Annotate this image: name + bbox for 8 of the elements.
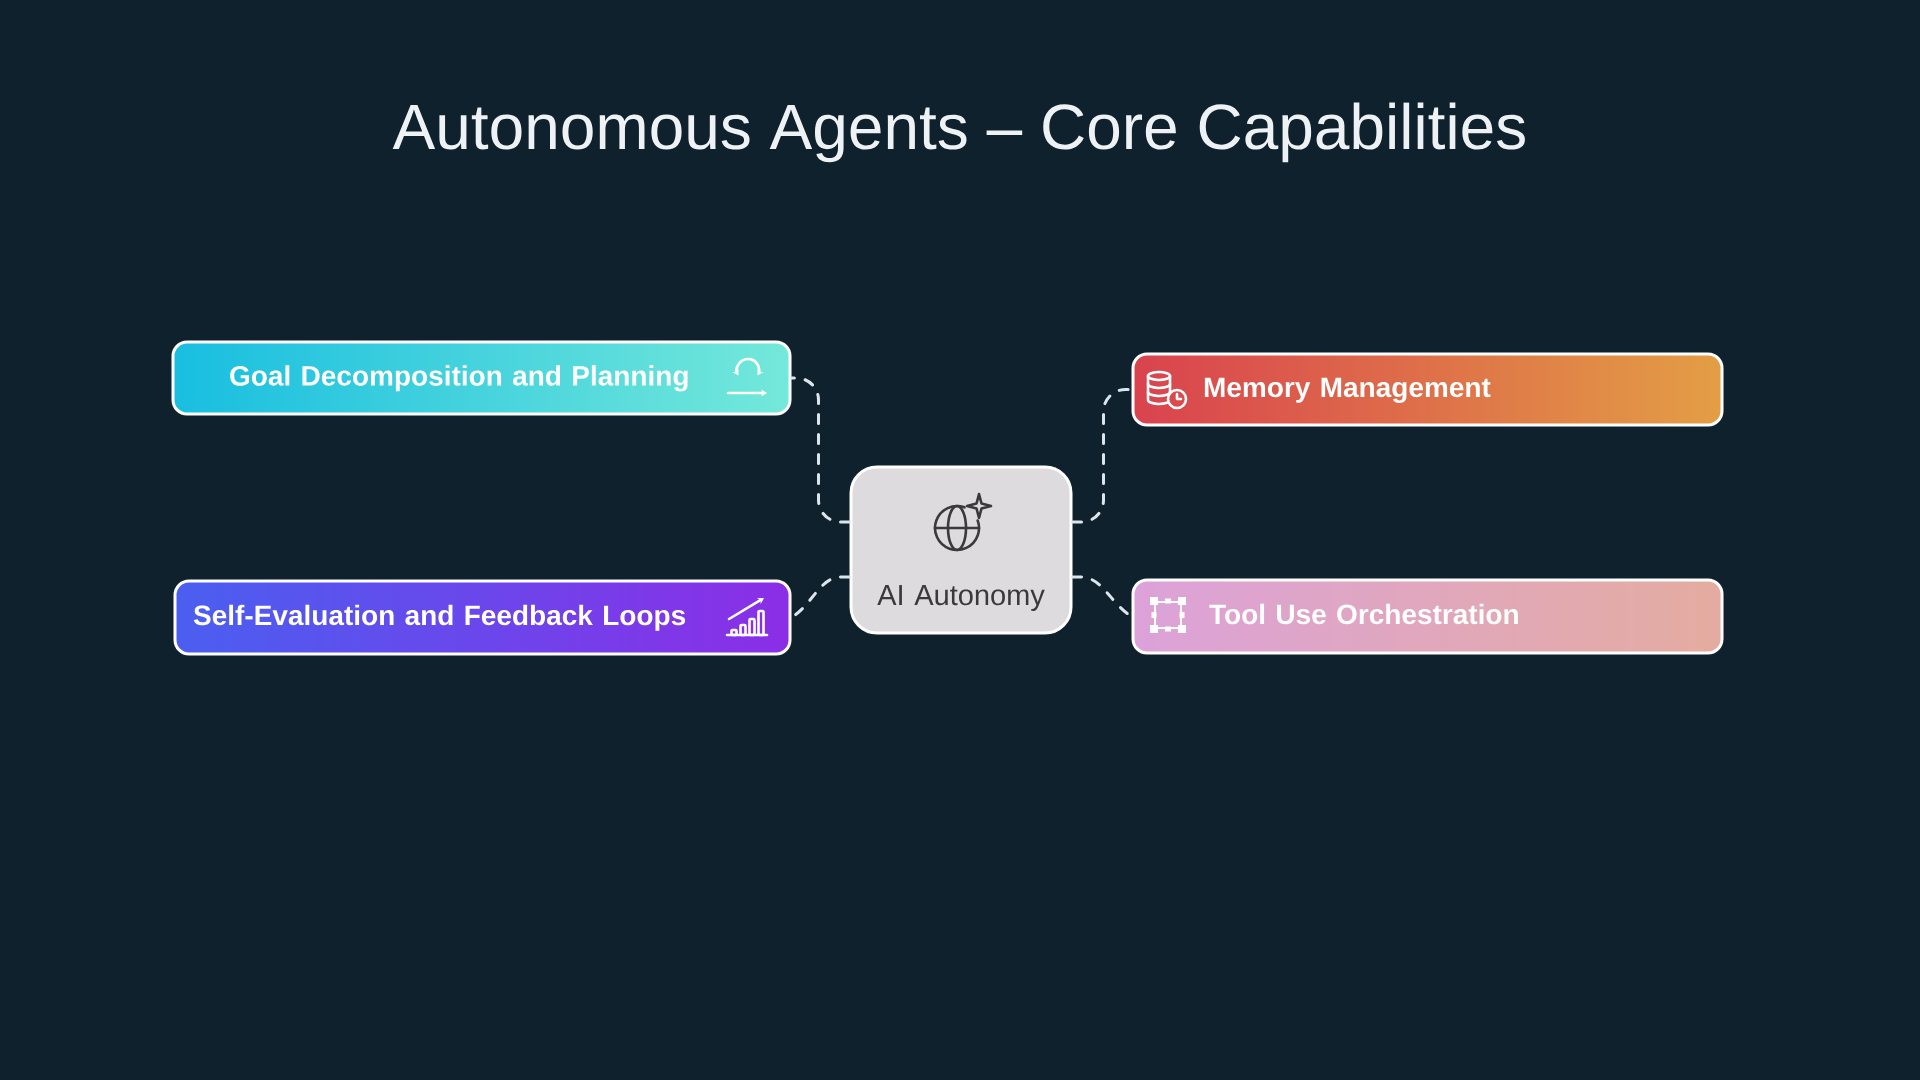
title: Autonomous Agents – Core Capabilities <box>392 102 1525 163</box>
capability-box: Tool Use Orchestration <box>1131 578 1724 655</box>
capability-box: Goal Decomposition and Planning <box>171 340 792 416</box>
capability-box: Memory Management <box>1131 352 1724 427</box>
center-box: AI Autonomy <box>849 465 1073 635</box>
dashed-connector <box>790 376 851 524</box>
capability-box: Self-Evaluation and Feedback Loops <box>173 579 792 656</box>
dashed-connector <box>1071 388 1133 524</box>
